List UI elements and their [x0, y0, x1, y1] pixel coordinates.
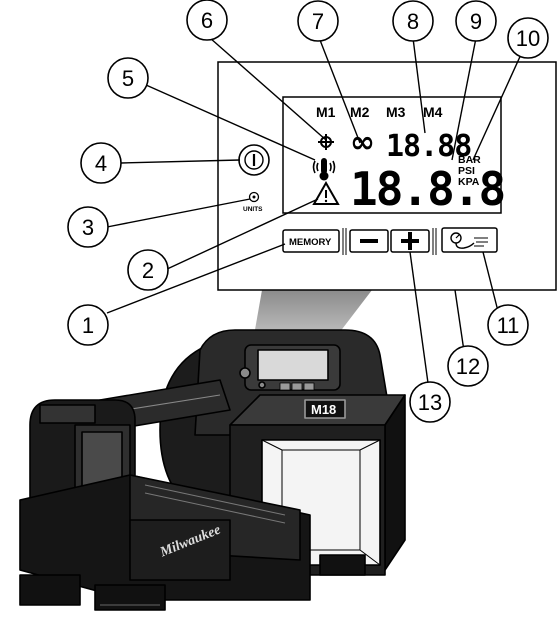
inflate-start-button[interactable] — [441, 227, 498, 253]
lcd-small-digits: 18.88 — [386, 129, 471, 164]
callout-4: 4 — [80, 142, 122, 184]
callout-8: 8 — [392, 0, 434, 42]
thermometer-icon — [312, 158, 336, 181]
memory-slot-2: M2 — [350, 104, 370, 120]
callout-6-label: 6 — [201, 8, 213, 33]
callout-5: 5 — [107, 57, 149, 99]
model-badge — [304, 399, 346, 419]
inflator-device: M18 Milwaukee — [19, 329, 406, 611]
power-button[interactable] — [238, 144, 270, 176]
callout-8-label: 8 — [407, 9, 419, 34]
callout-7-label: 7 — [312, 9, 324, 34]
device-display — [257, 349, 329, 381]
callout-10-label: 10 — [516, 26, 540, 51]
callout-10: 10 — [507, 17, 549, 59]
callout-3: 3 — [67, 206, 109, 248]
callout-lines — [106, 37, 524, 384]
callout-2-label: 2 — [142, 258, 154, 283]
memory-button[interactable]: MEMORY — [282, 229, 340, 253]
model-badge-text: M18 — [311, 402, 336, 417]
plus-button[interactable] — [390, 229, 430, 253]
callout-13: 13 — [409, 381, 451, 423]
callout-1: 1 — [67, 304, 109, 346]
callout-12: 12 — [447, 345, 489, 387]
unit-psi: PSI — [458, 165, 475, 177]
lcd-large-digits: 18.8.8 — [350, 162, 504, 216]
memory-slot-4: M4 — [423, 104, 443, 120]
callout-1-label: 1 — [82, 313, 94, 338]
crosshair-icon — [318, 134, 334, 150]
units-label: UNITS — [243, 206, 263, 213]
callout-2: 2 — [127, 249, 169, 291]
memory-slot-1: M1 — [316, 104, 336, 120]
callout-13-label: 13 — [418, 390, 442, 415]
memory-button-label: MEMORY — [289, 237, 332, 248]
callout-9-label: 9 — [470, 9, 482, 34]
callout-9: 9 — [455, 0, 497, 42]
units-button[interactable] — [248, 191, 260, 203]
callout-4-label: 4 — [95, 151, 107, 176]
memory-slot-3: M3 — [386, 104, 406, 120]
callout-12-label: 12 — [456, 354, 480, 379]
warning-icon — [312, 180, 340, 205]
callout-7: 7 — [297, 0, 339, 42]
callout-6: 6 — [186, 0, 228, 41]
unit-kpa: KPA — [458, 176, 480, 188]
callout-5-label: 5 — [122, 66, 134, 91]
callout-11: 11 — [487, 304, 529, 346]
callout-11-label: 11 — [497, 313, 520, 338]
control-panel-zoom: M1 M2 M3 M4 ∞ 18.88 18.8.8 BAR PS — [217, 61, 557, 291]
infinity-icon: ∞ — [350, 125, 375, 160]
minus-button[interactable] — [349, 229, 389, 253]
callout-3-label: 3 — [82, 215, 94, 240]
unit-bar: BAR — [458, 154, 481, 166]
